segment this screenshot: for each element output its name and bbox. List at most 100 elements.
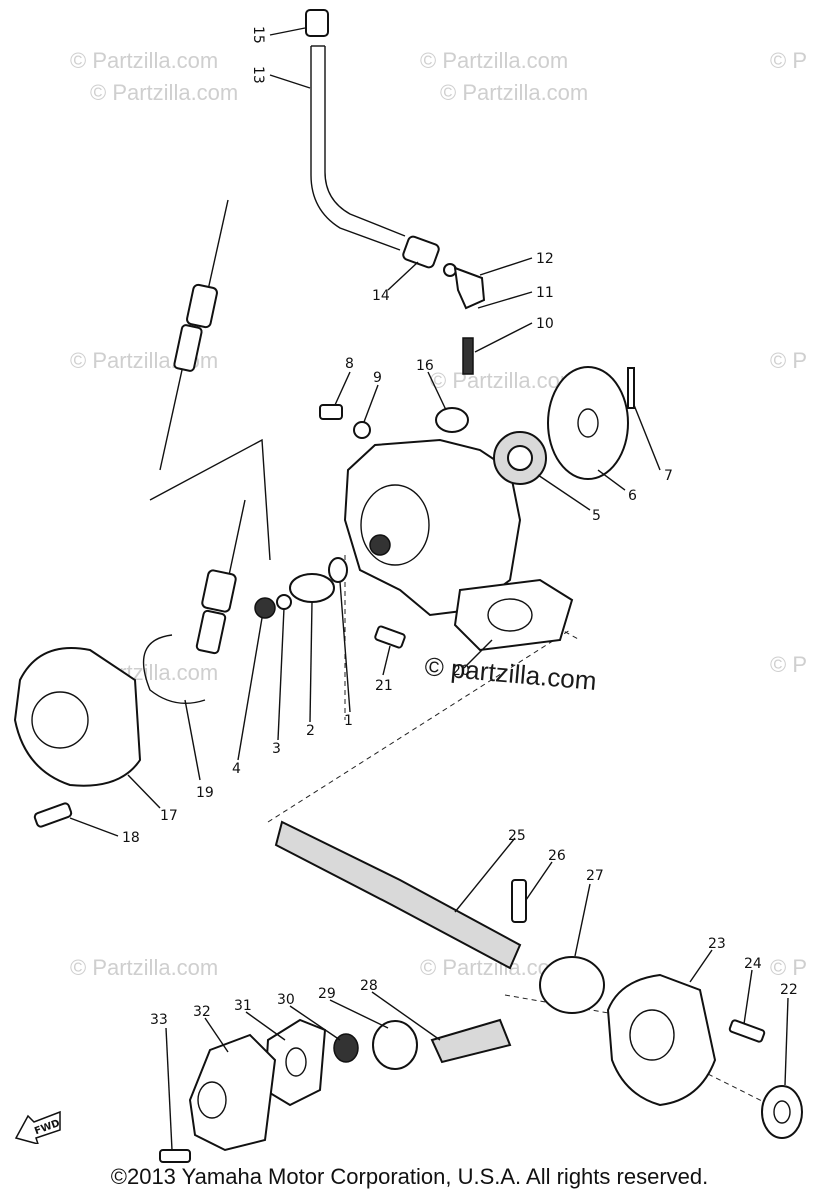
callout-4: 4: [232, 761, 241, 777]
leader-16: [427, 371, 447, 411]
callout-13: 13: [250, 66, 266, 84]
leader-9: [363, 384, 379, 423]
leader-1: [339, 581, 351, 713]
callout-3: 3: [272, 741, 281, 757]
bushing-29: [372, 1020, 418, 1070]
seal-30: [333, 1033, 359, 1063]
leader-6: [597, 469, 626, 491]
callout-29: 29: [318, 986, 336, 1002]
screw-8: [319, 404, 343, 420]
watermark: © Partzilla.com: [70, 955, 218, 980]
plate-2: [289, 573, 335, 603]
nut-4: [254, 597, 276, 619]
seal-hole: [773, 1100, 791, 1124]
collar-27: [539, 956, 605, 1014]
leader-33: [165, 1027, 173, 1151]
callout-6: 6: [628, 488, 637, 504]
pump-shaft: [369, 534, 391, 556]
cover-32-hole: [197, 1081, 227, 1119]
watermark: © Partzilla.com: [440, 80, 588, 105]
cable-fitting: [201, 569, 237, 613]
leader-20: [463, 639, 493, 669]
callout-30: 30: [277, 992, 295, 1008]
leader-15: [269, 27, 306, 36]
leader-4: [237, 617, 263, 761]
washer-3: [276, 594, 292, 610]
pump-face: [360, 484, 430, 566]
callout-24: 24: [744, 956, 762, 972]
watermark: © Partzilla.com: [70, 48, 218, 73]
cover-body: [13, 647, 142, 787]
leader-13: [269, 74, 311, 89]
gear-28: [430, 1018, 512, 1064]
watermark: © P: [770, 955, 807, 980]
bearing-inner: [507, 445, 533, 471]
callouts: 15 13 14 12 11 10 8 9 16 7 6 5 1 2 3 4 2…: [122, 26, 798, 1028]
gear-hub: [577, 408, 599, 438]
callout-9: 9: [373, 370, 382, 386]
leader-19: [184, 699, 201, 781]
drive-assembly: [159, 820, 803, 1163]
fwd-arrow-icon: FWD: [14, 1110, 61, 1144]
callout-32: 32: [193, 1004, 211, 1020]
elbow-11: [453, 266, 486, 310]
pipe-assembly: [305, 9, 486, 375]
leader-12: [479, 257, 533, 276]
oring-12: [443, 263, 457, 277]
watermark: © P: [770, 348, 807, 373]
cable-break-line: [149, 438, 271, 561]
gasket-20: [453, 578, 574, 652]
shaft-25: [274, 820, 522, 970]
cable-wire-lower: [227, 499, 246, 581]
callout-14: 14: [372, 288, 390, 304]
pump-body: [254, 366, 635, 652]
bolt-33: [159, 1149, 191, 1163]
leader-31: [245, 1011, 286, 1041]
leader-2: [309, 601, 313, 723]
watermark: © P: [770, 48, 807, 73]
leader-18: [69, 817, 119, 837]
callout-1: 1: [344, 713, 353, 729]
callout-18: 18: [122, 830, 140, 846]
leader-11: [477, 291, 533, 309]
cover-17: [13, 647, 142, 828]
bolt-18: [33, 802, 73, 828]
cable-nut: [173, 324, 203, 372]
pipe-13-right: [324, 46, 406, 237]
leader-30: [289, 1005, 341, 1041]
seal-22: [761, 1085, 803, 1139]
oring-16: [435, 407, 469, 433]
callout-33: 33: [150, 1012, 168, 1028]
watermark: © Partzilla.com: [420, 48, 568, 73]
callout-5: 5: [592, 508, 601, 524]
callout-23: 23: [708, 936, 726, 952]
callout-10: 10: [536, 316, 554, 332]
cable-wire-upper: [159, 369, 183, 471]
cable-adjuster: [186, 283, 218, 329]
callout-11: 11: [536, 285, 554, 301]
pin-7: [627, 367, 635, 409]
leader-23: [689, 949, 713, 983]
leader-26: [525, 861, 553, 901]
callout-17: 17: [160, 808, 178, 824]
leader-24: [743, 969, 753, 1025]
cover-32: [188, 1033, 277, 1152]
spring-10: [462, 337, 474, 375]
leader-22: [784, 997, 789, 1086]
bolt-21: [374, 625, 406, 649]
callout-2: 2: [306, 723, 315, 739]
callout-27: 27: [586, 868, 604, 884]
callout-21: 21: [375, 678, 393, 694]
callout-16: 16: [416, 358, 434, 374]
center-watermark: © partzilla.com: [423, 651, 597, 696]
gasket-31-hole: [285, 1047, 307, 1077]
watermark: © Partzilla.com: [90, 80, 238, 105]
callout-8: 8: [345, 356, 354, 372]
housing-23: [606, 973, 717, 1107]
leader-lines: [69, 27, 789, 1151]
gear-6: [547, 366, 629, 480]
cable-tip: [207, 199, 229, 291]
sleeve-14: [402, 235, 440, 269]
leader-32: [204, 1017, 229, 1053]
callout-12: 12: [536, 251, 554, 267]
